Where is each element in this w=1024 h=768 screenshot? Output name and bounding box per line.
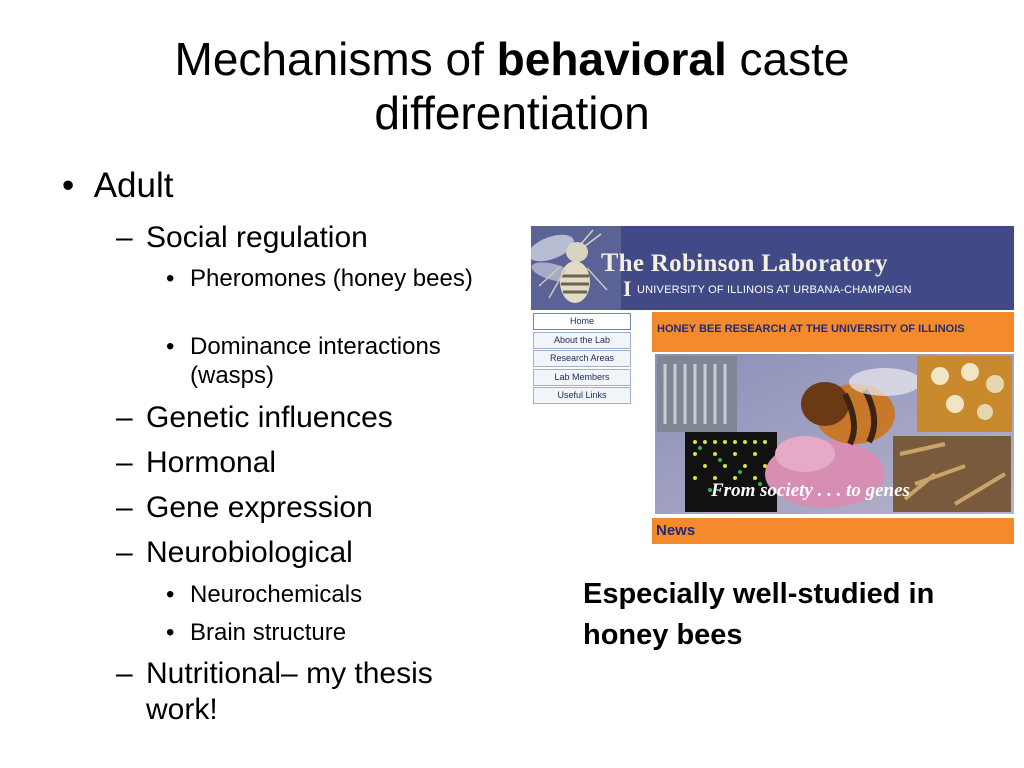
univ-initial: I (623, 276, 632, 301)
caption: Especially well-studied in honey bees (583, 578, 935, 651)
headline-text: HONEY BEE RESEARCH AT THE UNIVERSITY OF … (657, 323, 965, 335)
bee-illustration-icon (531, 226, 621, 310)
lab-title: The Robinson Laboratory (601, 248, 888, 277)
nav-members[interactable]: Lab Members (533, 369, 631, 386)
title-line-2: differentiation (374, 87, 650, 139)
website-screenshot: The Robinson Laboratory I UNIVERSITY OF … (531, 226, 1014, 544)
headline-bar: HONEY BEE RESEARCH AT THE UNIVERSITY OF … (652, 312, 1014, 352)
nav-links[interactable]: Useful Links (533, 387, 631, 404)
collage-tagline: From society . . . to genes (710, 480, 910, 501)
news-label[interactable]: News (656, 522, 696, 539)
nav-about[interactable]: About the Lab (533, 332, 631, 349)
nav-research[interactable]: Research Areas (533, 350, 631, 367)
bullet-adult: • Adult (62, 166, 174, 205)
title-bold: behavioral (496, 33, 727, 85)
bullet-adult-text: Adult (93, 166, 174, 205)
slide-title: Mechanisms of behavioral caste different… (0, 32, 1024, 140)
research-collage-image: From society . . . to genes (655, 354, 1014, 514)
title-part-1: Mechanisms of (174, 33, 497, 85)
news-bar: News (652, 518, 1014, 544)
bullet-list: • Adult –Social regulation •Pheromones (… (62, 166, 473, 726)
university-name: UNIVERSITY OF ILLINOIS AT URBANA-CHAMPAI… (637, 284, 912, 296)
title-part-2: caste (726, 33, 850, 85)
collage-graphic: From society . . . to genes (655, 354, 1014, 514)
nav-home[interactable]: Home (533, 313, 631, 330)
site-banner: The Robinson Laboratory I UNIVERSITY OF … (531, 226, 1014, 310)
